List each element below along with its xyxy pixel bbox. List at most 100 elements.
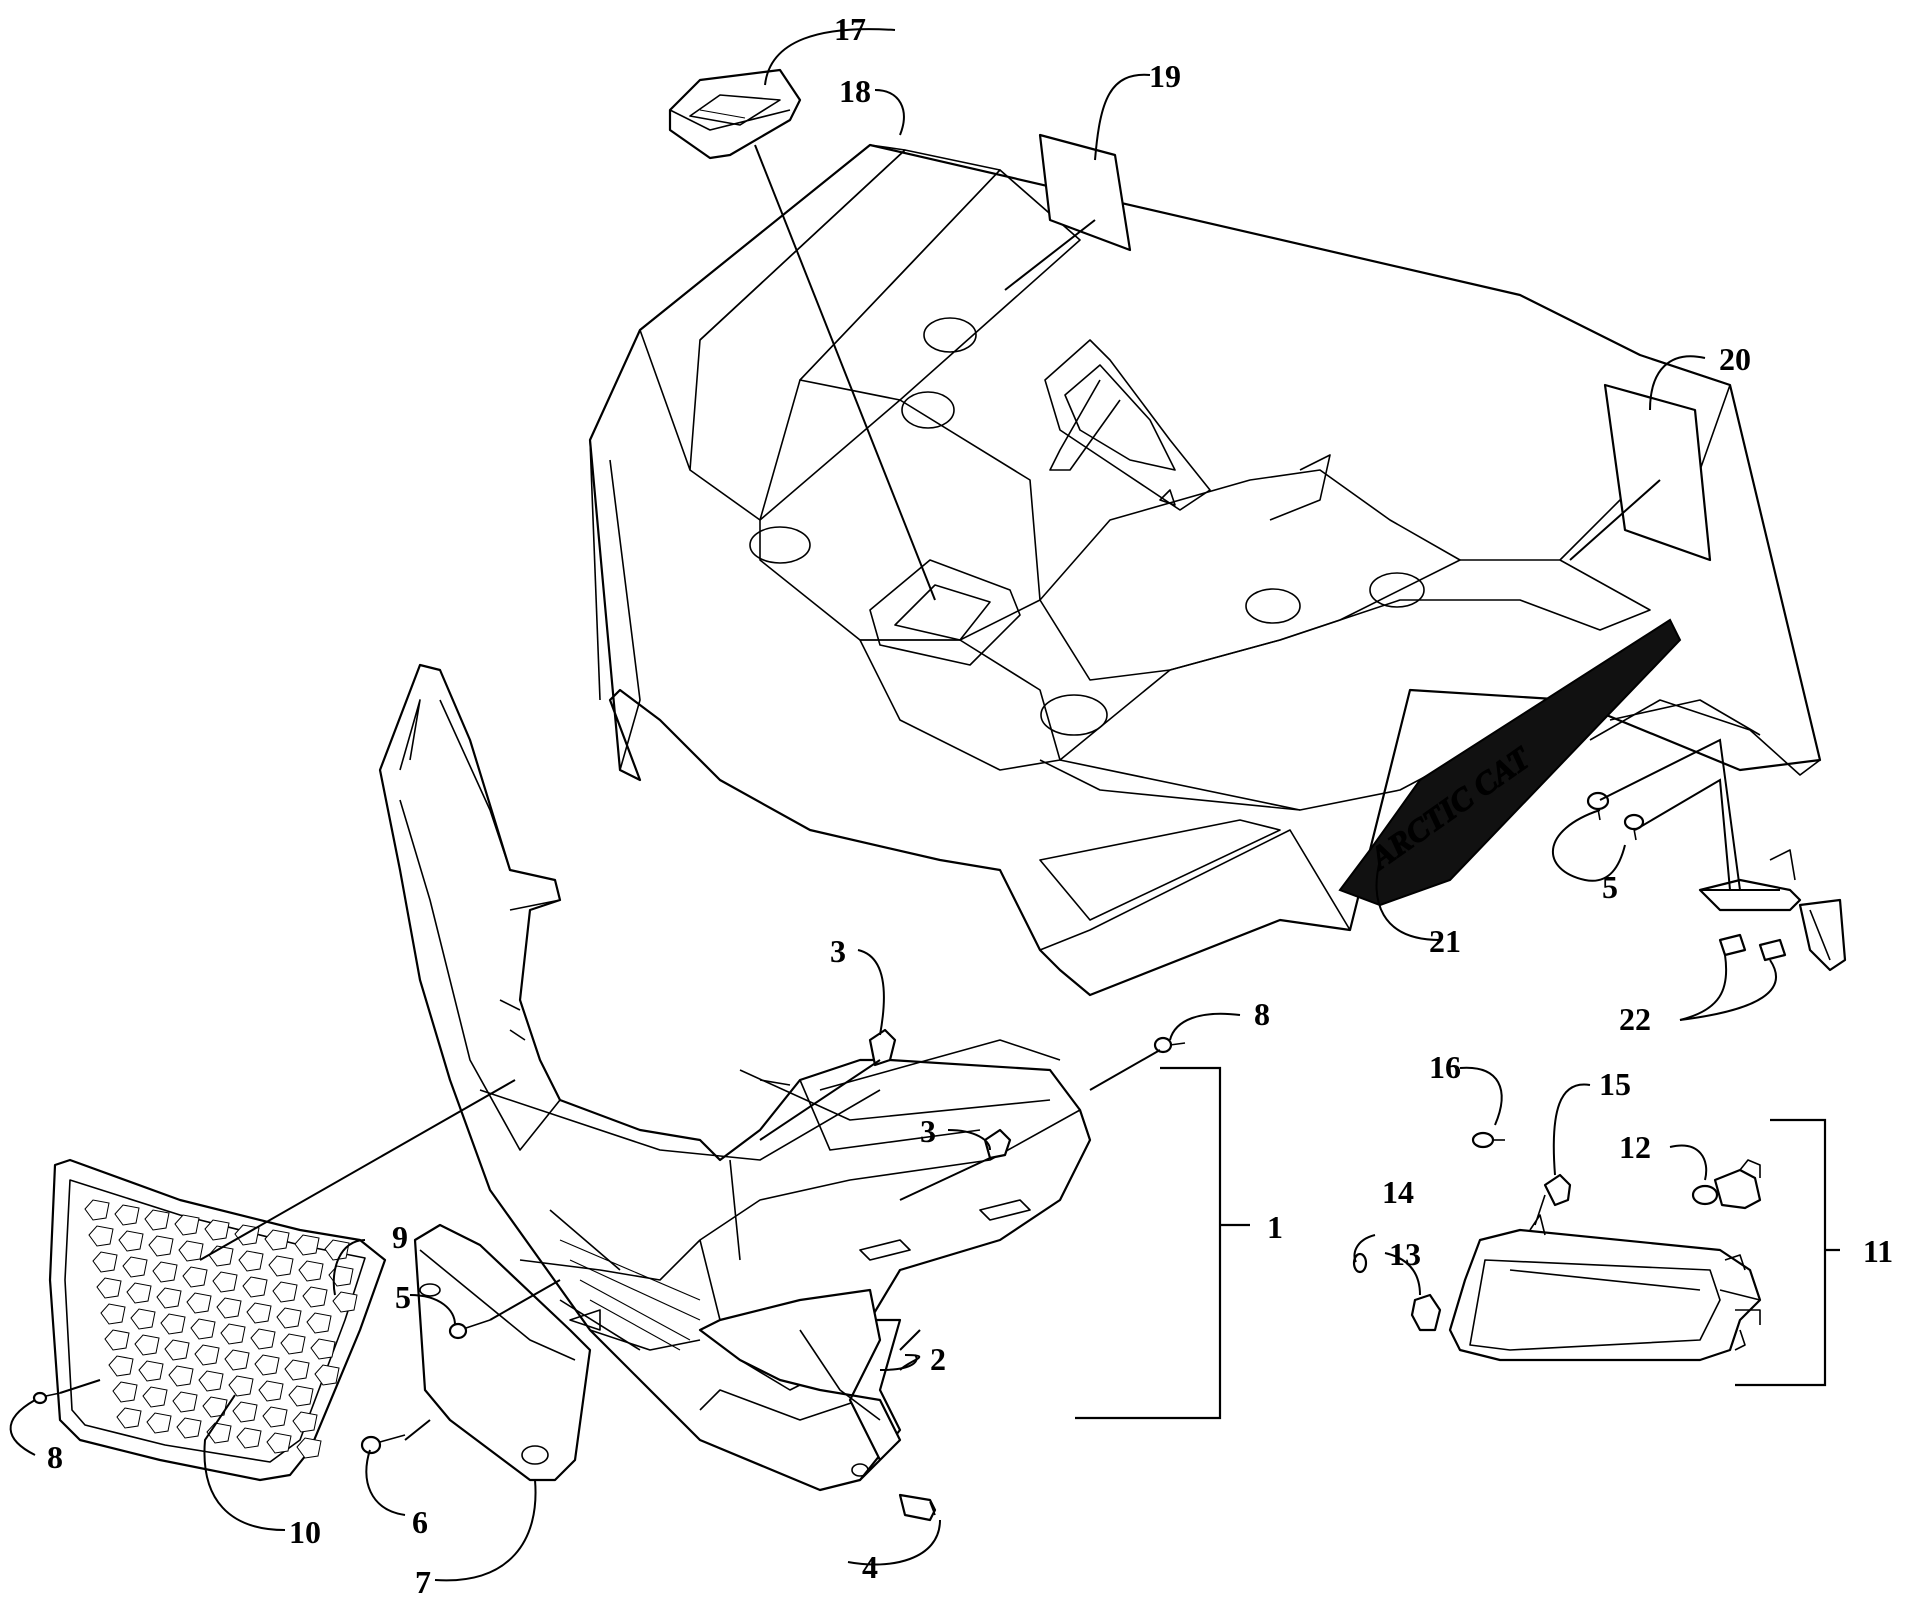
grille-mesh-cell [146, 1412, 172, 1434]
tab-bracket [1698, 849, 1847, 972]
decal-19 [1038, 133, 1132, 252]
grille-mesh-cell [100, 1303, 126, 1325]
grille-mesh-cell [134, 1334, 160, 1356]
callout-14: 14 [1382, 1174, 1414, 1210]
grille-mesh-cell [172, 1391, 198, 1413]
grille-mesh-cell [276, 1307, 302, 1329]
grille-mesh-cell [142, 1386, 168, 1408]
side-trim-insert [413, 1223, 592, 1482]
grille-mesh-cell [84, 1199, 110, 1221]
grille-mesh-cell [96, 1277, 122, 1299]
grille-mesh-cell [144, 1209, 170, 1231]
storage-lid-pad [668, 68, 802, 160]
grille-mesh [84, 1199, 358, 1459]
grille-mesh-cell [228, 1375, 254, 1397]
callout-19: 19 [1149, 58, 1181, 94]
clip-3-upper [868, 1028, 897, 1067]
callout-6: 6 [412, 1504, 428, 1540]
o-ring [1352, 1252, 1368, 1274]
grille-mesh-cell [108, 1355, 134, 1377]
grille-mesh-cell [306, 1312, 332, 1334]
grille-mesh-cell [296, 1437, 322, 1459]
grille-mesh-cell [190, 1318, 216, 1340]
grille-mesh-cell [238, 1250, 264, 1272]
callout-15: 15 [1599, 1066, 1631, 1102]
grille-mesh-cell [224, 1349, 250, 1371]
screw-16 [1471, 1131, 1505, 1149]
grille-mesh-cell [104, 1329, 130, 1351]
grille-mesh-cell [174, 1214, 200, 1236]
callout-labels: 17 18 19 20 21 5 22 3 3 8 16 15 12 14 13… [47, 11, 1893, 1600]
grille-mesh-cell [254, 1354, 280, 1376]
grille-mesh-cell [164, 1339, 190, 1361]
grille-mesh-cell [130, 1308, 156, 1330]
grille-mesh-cell [114, 1204, 140, 1226]
callout-3-upper: 3 [830, 933, 846, 969]
grille-mesh-cell [262, 1406, 288, 1428]
bracket-1 [1075, 1066, 1250, 1420]
callout-3-lower: 3 [920, 1113, 936, 1149]
grille-mesh-cell [302, 1286, 328, 1308]
grille-mesh-cell [152, 1261, 178, 1283]
callout-4: 4 [862, 1549, 878, 1585]
grille-mesh-cell [118, 1230, 144, 1252]
wire-connector [1534, 1173, 1572, 1226]
grille-mesh-cell [176, 1417, 202, 1439]
grille-mesh-cell [212, 1271, 238, 1293]
grille [48, 1158, 387, 1482]
callout-11: 11 [1863, 1233, 1893, 1269]
callout-8-left: 8 [47, 1439, 63, 1475]
clip-3-lower [983, 1128, 1012, 1160]
grille-mesh-cell [284, 1359, 310, 1381]
grille-mesh-cell [204, 1219, 230, 1241]
grille-mesh-cell [294, 1234, 320, 1256]
callout-7: 7 [415, 1564, 431, 1600]
grille-mesh-cell [122, 1256, 148, 1278]
screw-5-front [448, 1319, 491, 1340]
grille-mesh-cell [138, 1360, 164, 1382]
front-bumper-panel [378, 663, 1092, 1492]
fender-screws [1586, 791, 1645, 841]
grille-mesh-cell [116, 1407, 142, 1429]
grille-mesh-cell [314, 1364, 340, 1386]
lower-skid-plate [698, 1288, 902, 1482]
callout-17: 17 [834, 11, 866, 47]
grille-mesh-cell [242, 1276, 268, 1298]
grille-mesh-cell [88, 1225, 114, 1247]
grille-mesh-cell [236, 1427, 262, 1449]
screw-8-right [1153, 1036, 1186, 1054]
decal-20 [1603, 383, 1712, 562]
grille-mesh-cell [148, 1235, 174, 1257]
grille-mesh-cell [92, 1251, 118, 1273]
callout-22: 22 [1619, 1001, 1651, 1037]
leader-lines [9, 28, 1780, 1582]
grille-mesh-cell [112, 1381, 138, 1403]
grille-mesh-cell [332, 1291, 358, 1313]
grille-mesh-cell [258, 1380, 284, 1402]
grille-mesh-cell [194, 1344, 220, 1366]
grille-mesh-cell [268, 1255, 294, 1277]
headlight-assembly [1448, 1214, 1762, 1362]
grille-mesh-cell [288, 1385, 314, 1407]
grille-mesh-cell [324, 1239, 350, 1261]
grille-mesh-cell [232, 1401, 258, 1423]
grille-mesh-cell [298, 1260, 324, 1282]
grille-mesh-cell [160, 1313, 186, 1335]
callout-12: 12 [1619, 1129, 1651, 1165]
grille-mesh-cell [168, 1365, 194, 1387]
callout-16: 16 [1429, 1049, 1461, 1085]
callout-13: 13 [1389, 1236, 1421, 1272]
callout-9: 9 [392, 1219, 408, 1255]
screw-8-left [32, 1391, 61, 1405]
callout-5-upper: 5 [1602, 869, 1618, 905]
grille-mesh-cell [182, 1266, 208, 1288]
grille-mesh-cell [264, 1229, 290, 1251]
grille-mesh-cell [310, 1338, 336, 1360]
grille-mesh-cell [292, 1411, 318, 1433]
grille-mesh-cell [250, 1328, 276, 1350]
callout-2: 2 [930, 1341, 946, 1377]
callout-1: 1 [1267, 1209, 1283, 1245]
grille-mesh-cell [280, 1333, 306, 1355]
grille-mesh-cell [266, 1432, 292, 1454]
